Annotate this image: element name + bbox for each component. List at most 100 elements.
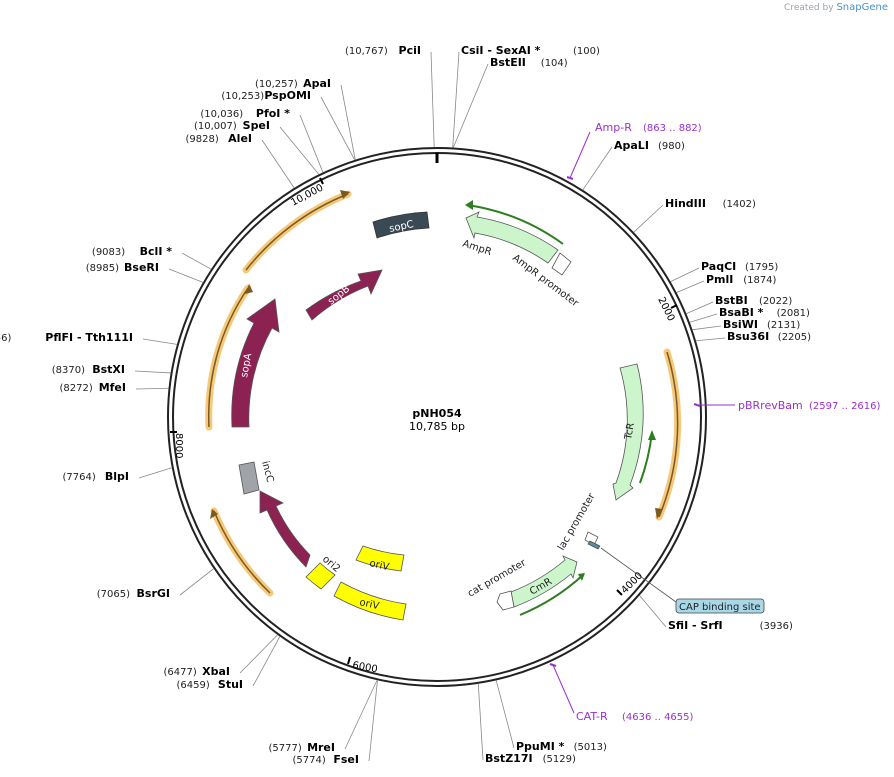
site-leader-line bbox=[430, 51, 435, 148]
site-name: FseI bbox=[333, 753, 359, 766]
site-name: BstXI bbox=[92, 363, 125, 376]
site-position: (8272) bbox=[60, 383, 93, 394]
restriction-site[interactable]: XbaI(6477) bbox=[164, 634, 278, 678]
primer-name: pBRrevBam bbox=[738, 399, 803, 412]
primer[interactable]: CAT-R(4636 .. 4655) bbox=[549, 663, 694, 723]
restriction-site[interactable]: MfeI(8272) bbox=[60, 381, 169, 394]
site-leader-line bbox=[692, 325, 722, 331]
feature-repe[interactable]: repE bbox=[259, 490, 311, 568]
restriction-site[interactable]: PspOMI(10,253) bbox=[221, 89, 356, 161]
restriction-site[interactable]: BstBI (2022) bbox=[686, 294, 792, 315]
feature-oriv-1[interactable]: oriV bbox=[355, 545, 405, 573]
site-name: AleI bbox=[228, 132, 252, 145]
primer-mark bbox=[566, 176, 574, 180]
feature-tcr[interactable]: TcR bbox=[612, 363, 644, 501]
restriction-site[interactable]: FseI (5774) bbox=[293, 680, 378, 766]
site-position: (6477) bbox=[164, 667, 197, 678]
orf-arc-left-line bbox=[207, 287, 249, 428]
site-leader-line bbox=[239, 634, 278, 674]
arrowhead bbox=[245, 284, 253, 294]
arrowhead bbox=[578, 573, 585, 581]
restriction-site[interactable]: BstXI (8370) bbox=[52, 363, 171, 376]
site-leader-line bbox=[340, 84, 356, 160]
site-leader-line bbox=[344, 680, 378, 750]
site-position: (3936) bbox=[760, 621, 793, 632]
restriction-site[interactable]: BsaBI *(2081) bbox=[689, 306, 810, 323]
feature-lac-promoter[interactable]: lac promoter bbox=[556, 491, 601, 553]
restriction-site[interactable]: BstZ17I(5129) bbox=[477, 683, 576, 765]
site-name: BsiWI bbox=[723, 318, 758, 331]
restriction-site[interactable]: PflFI - Tth111I(8556) bbox=[0, 331, 178, 345]
site-name: PfoI * bbox=[256, 107, 290, 120]
feature-cap-binding-site[interactable]: CAP binding site bbox=[675, 598, 765, 614]
site-name: BstBI bbox=[715, 294, 748, 307]
arrowhead bbox=[648, 430, 656, 440]
site-name: SfiI - SrfI bbox=[668, 619, 723, 632]
restriction-site[interactable]: SpeI (10,007) bbox=[194, 119, 320, 175]
site-leader-line bbox=[252, 636, 281, 687]
feature-label-oriv-2: oriV bbox=[358, 597, 380, 612]
site-position: (2022) bbox=[759, 296, 792, 307]
feature-incc[interactable]: incC bbox=[238, 460, 275, 495]
site-name: Bsu36I bbox=[727, 330, 769, 343]
site-position: (9828) bbox=[186, 134, 219, 145]
feature-ori2[interactable]: ori2 bbox=[305, 554, 342, 590]
restriction-site[interactable]: PpuMI *(5013) bbox=[495, 680, 607, 753]
restriction-site[interactable]: ApaLI(980) bbox=[582, 139, 685, 191]
restriction-site[interactable]: ApaI(10,257) bbox=[255, 77, 356, 160]
restriction-site[interactable]: PaqCI(1795) bbox=[670, 260, 779, 283]
cap-site-leader bbox=[600, 547, 677, 603]
restriction-site[interactable]: PciI(10,767) bbox=[345, 44, 435, 148]
site-position: (5774) bbox=[293, 755, 326, 766]
snapgene-credit: Created by SnapGene bbox=[784, 2, 888, 13]
restriction-site[interactable]: BstEII(104) bbox=[452, 56, 568, 148]
site-position: (1795) bbox=[745, 262, 778, 273]
site-position: (10,007) bbox=[194, 121, 237, 132]
restriction-site[interactable]: PmlI(1874) bbox=[676, 273, 777, 293]
feature-sopb[interactable]: sopB bbox=[305, 269, 383, 321]
restriction-site[interactable]: HindIII(1402) bbox=[633, 197, 756, 233]
site-position: (7764) bbox=[63, 472, 96, 483]
restriction-site[interactable]: Bsu36I(2205) bbox=[695, 330, 811, 343]
restriction-site[interactable]: BseRI(8985) bbox=[86, 261, 204, 283]
site-leader-line bbox=[686, 301, 714, 315]
restriction-site[interactable]: BclI *(9083) bbox=[92, 245, 212, 270]
site-position: (6459) bbox=[177, 680, 210, 691]
feature-label-cap-binding-site: CAP binding site bbox=[679, 602, 761, 613]
feature-ampr[interactable]: AmpR bbox=[461, 211, 559, 264]
backbone-outer-ring bbox=[167, 147, 707, 687]
restriction-site[interactable]: PfoI * (10,036) bbox=[200, 107, 324, 173]
primer-range: (2597 .. 2616) bbox=[809, 401, 881, 412]
tick-mark-6000 bbox=[347, 656, 351, 665]
restriction-site[interactable]: BsrGI(7065) bbox=[97, 568, 214, 600]
feature-sopa[interactable]: sopA bbox=[231, 298, 280, 428]
site-name: PspOMI bbox=[264, 89, 311, 102]
restriction-site[interactable]: MreI (5777) bbox=[269, 680, 378, 754]
site-position: (8370) bbox=[52, 365, 85, 376]
site-position: (1874) bbox=[743, 275, 776, 286]
site-position: (10,036) bbox=[200, 109, 243, 120]
site-name: MreI bbox=[307, 741, 335, 754]
restriction-site[interactable]: CsiI - SexAI *(100) bbox=[452, 44, 600, 148]
site-leader-line bbox=[695, 337, 726, 342]
site-leader-line bbox=[261, 139, 295, 189]
restriction-site[interactable]: AleI (9828) bbox=[186, 132, 295, 189]
site-leader-line bbox=[452, 51, 460, 148]
feature-sopc[interactable]: sopC bbox=[372, 211, 430, 239]
site-position: (5777) bbox=[269, 743, 302, 754]
restriction-site[interactable]: BlpI(7764) bbox=[63, 467, 172, 483]
tick-mark-4000 bbox=[616, 589, 623, 596]
restriction-site[interactable]: BsiWI(2131) bbox=[692, 318, 800, 331]
credit-brand: SnapGene bbox=[836, 2, 888, 13]
primer-mark bbox=[549, 663, 557, 667]
primer[interactable]: Amp-R(863 .. 882) bbox=[566, 121, 702, 180]
feature-oriv-2[interactable]: oriV bbox=[333, 581, 407, 621]
restriction-site[interactable]: StuI(6459) bbox=[177, 636, 281, 691]
site-position: (5129) bbox=[543, 754, 576, 765]
site-position: (100) bbox=[573, 46, 600, 57]
primer[interactable]: pBRrevBam (2597 .. 2616) bbox=[693, 399, 881, 412]
site-name: BsrGI bbox=[137, 587, 170, 600]
site-name: SpeI bbox=[243, 119, 270, 132]
restriction-site[interactable]: SfiI - SrfI (3936) bbox=[639, 595, 793, 632]
